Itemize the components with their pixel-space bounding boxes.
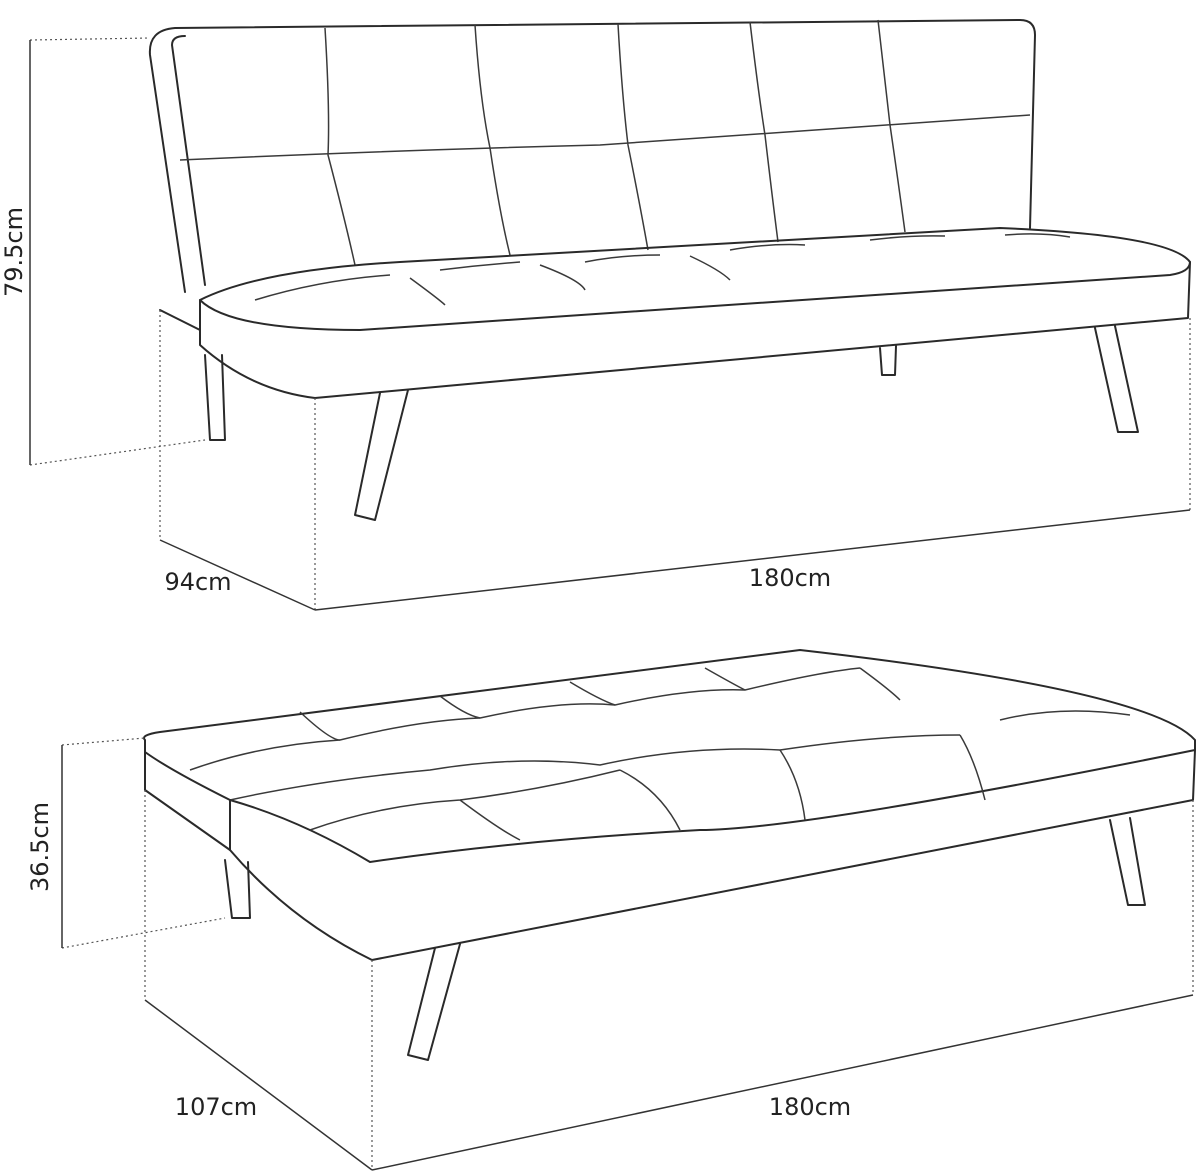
bed-width-dimension-line: [371, 994, 1194, 1171]
backrest-tuft-horizontal: [179, 114, 1031, 161]
height-guide-bottom: [29, 439, 206, 466]
height-label: 79.5cm: [0, 207, 28, 297]
sofa-bed-drawing: 36.5cm 107cm 180cm: [26, 649, 1196, 1171]
backrest-inner-edge: [171, 35, 206, 286]
bed-front-face: [229, 749, 1196, 961]
seat-top: [199, 227, 1191, 331]
bed-leg-back-left: [224, 859, 251, 919]
height-guide-top: [29, 37, 151, 41]
depth-dimension-line: [159, 539, 316, 611]
leg-front-left: [354, 389, 409, 521]
leg-back-left: [204, 354, 226, 441]
base-left-side: [159, 309, 201, 331]
leg-front-right: [1094, 325, 1139, 433]
bed-depth-label: 107cm: [175, 1093, 257, 1121]
bed-leg-front-right: [1109, 817, 1146, 906]
bed-width-label: 180cm: [769, 1093, 851, 1121]
bed-depth-dimension-line: [144, 999, 373, 1171]
seat-tufts: [254, 233, 1071, 306]
bed-leg-front-left: [407, 943, 461, 1061]
backrest-tuft-verticals: [324, 19, 906, 266]
leg-middle: [879, 345, 897, 376]
sofa-upright-drawing: 79.5cm 94cm 180cm: [0, 19, 1191, 611]
bed-top: [143, 649, 1196, 863]
bed-height-label: 36.5cm: [26, 802, 54, 892]
bed-left-side: [144, 751, 231, 851]
backrest-outline: [148, 19, 1036, 293]
seat-front-face: [199, 261, 1191, 399]
depth-label: 94cm: [164, 568, 231, 596]
bed-height-guide-bottom: [61, 917, 226, 949]
bed-tufts: [189, 667, 1131, 841]
bed-height-guide-top: [61, 737, 146, 746]
width-label: 180cm: [749, 564, 831, 592]
width-dimension-line: [314, 509, 1191, 611]
